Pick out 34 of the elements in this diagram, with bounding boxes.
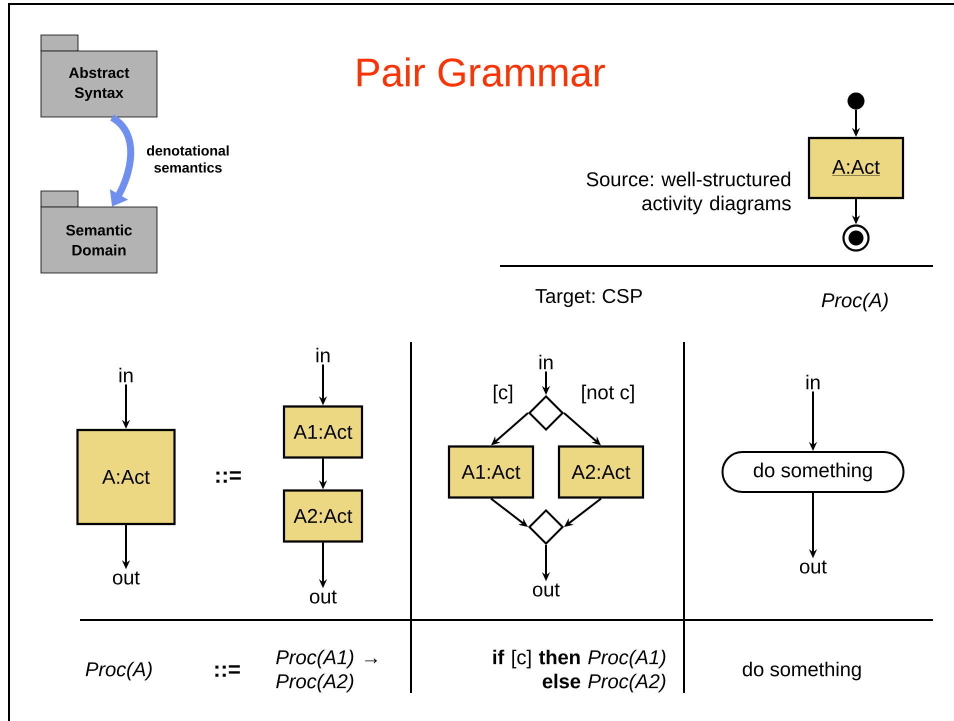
- action-box: A:Act: [808, 136, 904, 200]
- action-box: A1:Act: [282, 405, 364, 459]
- flow-label: in: [540, 354, 552, 370]
- title: Pair Grammar: [358, 57, 605, 87]
- flow-label: out: [310, 590, 337, 604]
- decision-diamond: [528, 509, 564, 545]
- label-text: Source: well-structured activity diagrams: [586, 172, 791, 214]
- formula-text: Proc(A): [86, 662, 152, 680]
- end-node: [842, 224, 870, 252]
- flow-label: out: [800, 560, 827, 574]
- action-box: A1:Act: [448, 445, 534, 499]
- label-text: Target: CSP: [536, 288, 642, 308]
- edge-label: [not c]: [582, 384, 634, 404]
- decision-diamond: [528, 395, 564, 431]
- flow-label: in: [120, 368, 132, 382]
- package-box: Semantic Domain: [40, 190, 158, 274]
- production-symbol: ::=: [215, 665, 240, 677]
- package-box: Abstract Syntax: [40, 34, 158, 118]
- flow-label: out: [532, 583, 560, 597]
- formula-text: if [c] then Proc(A1) else Proc(A2): [493, 650, 666, 692]
- edge-label: [c]: [494, 384, 512, 404]
- flow-label: in: [806, 374, 820, 390]
- formula-text: Proc(A): [822, 292, 888, 312]
- formula-text: Proc(A1) → Proc(A2): [276, 650, 378, 692]
- edge-label: denotational semantics: [146, 145, 229, 173]
- formula-text: do something: [742, 662, 861, 680]
- start-node: [848, 92, 864, 110]
- action-box: A2:Act: [558, 445, 644, 499]
- action-box: A:Act: [76, 428, 176, 526]
- flow-label: out: [112, 571, 140, 585]
- activity-node: do something: [722, 451, 904, 493]
- action-box: A2:Act: [282, 489, 364, 543]
- flow-label: in: [316, 348, 330, 362]
- production-symbol: ::=: [216, 471, 241, 483]
